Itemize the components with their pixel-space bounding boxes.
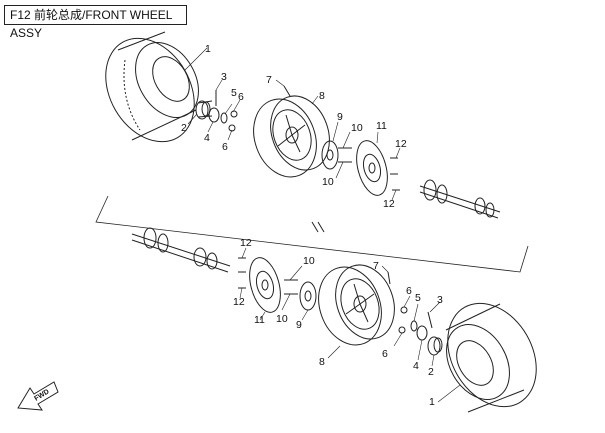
bolt-lower-a xyxy=(400,306,408,314)
callout-upper-8: 8 xyxy=(319,90,325,102)
nut-upper xyxy=(208,107,220,123)
callout-upper-12: 12 xyxy=(383,198,395,210)
leader-lines-lower xyxy=(239,247,461,403)
callout-upper-5: 5 xyxy=(231,87,237,99)
callout-upper-7: 7 xyxy=(266,74,272,86)
callout-lower-11: 11 xyxy=(254,314,265,326)
callout-upper-9: 9 xyxy=(337,111,343,123)
callout-lower-5: 5 xyxy=(415,292,421,304)
disc-bolts-lower xyxy=(238,257,246,289)
callout-lower-10: 10 xyxy=(276,313,288,325)
rim-lower xyxy=(318,264,395,346)
valve-lower xyxy=(387,271,391,285)
rim-upper xyxy=(253,95,330,178)
disc-bolts-upper xyxy=(390,157,400,191)
callout-lower-6: 6 xyxy=(382,348,388,360)
callout-lower-12: 12 xyxy=(233,296,245,308)
callout-upper-6: 6 xyxy=(238,91,244,103)
diagram-title: F12 前轮总成/FRONT WHEEL ASSY xyxy=(4,5,187,40)
callout-upper-10: 10 xyxy=(322,176,334,188)
callout-upper-11: 11 xyxy=(376,120,387,132)
callout-lower-8: 8 xyxy=(319,356,325,368)
callout-lower-6: 6 xyxy=(406,285,412,297)
leader-lines-upper xyxy=(184,47,401,201)
cotter-pin-lower xyxy=(427,311,433,329)
tire-upper xyxy=(105,31,199,143)
callout-lower-1: 1 xyxy=(429,396,435,408)
callout-lower-3: 3 xyxy=(437,294,443,306)
hub-lower xyxy=(299,281,317,311)
callout-upper-10: 10 xyxy=(351,122,363,134)
callout-lower-2: 2 xyxy=(428,366,434,378)
shaft-connection-line xyxy=(95,195,529,273)
break-mark xyxy=(311,221,325,233)
brake-disc-lower xyxy=(249,257,281,313)
drive-shaft-lower xyxy=(131,227,231,273)
nut-lower xyxy=(416,325,428,341)
callout-lower-9: 9 xyxy=(296,319,302,331)
callout-upper-12: 12 xyxy=(395,138,407,150)
fwd-arrow-icon: FWD xyxy=(17,381,59,411)
callout-lower-10: 10 xyxy=(303,255,315,267)
callout-upper-1: 1 xyxy=(205,43,211,55)
tire-lower xyxy=(445,302,537,413)
washer-upper xyxy=(220,112,228,124)
bolt-upper-b xyxy=(228,124,236,132)
studs-upper xyxy=(338,147,352,163)
hub-cap-upper xyxy=(195,100,213,120)
callout-upper-3: 3 xyxy=(221,71,227,83)
drive-shaft-upper xyxy=(419,179,501,219)
hub-upper xyxy=(321,140,339,170)
callout-lower-12: 12 xyxy=(240,237,252,249)
callout-lower-4: 4 xyxy=(413,360,419,372)
callout-lower-7: 7 xyxy=(373,260,379,272)
callout-upper-6: 6 xyxy=(222,141,228,153)
bolt-upper-a xyxy=(230,110,238,118)
hub-cap-lower xyxy=(427,336,443,356)
valve-upper xyxy=(283,85,291,97)
bolt-lower-b xyxy=(398,326,406,334)
callout-upper-2: 2 xyxy=(181,122,187,134)
brake-disc-upper xyxy=(356,140,388,196)
washer-lower xyxy=(410,320,418,332)
callout-upper-4: 4 xyxy=(204,132,210,144)
studs-lower xyxy=(284,279,298,295)
